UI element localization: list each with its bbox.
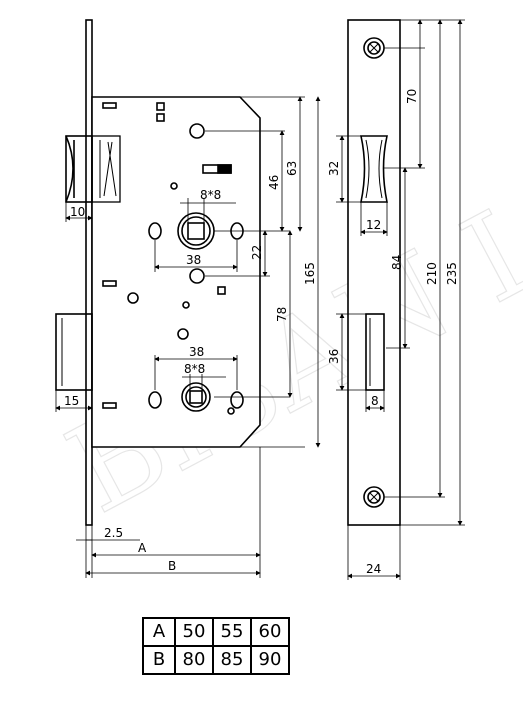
mortise-lock-drawing: BISAN LAND (46, 19, 523, 580)
dim-36: 36 (327, 349, 341, 364)
case-oval (148, 391, 162, 409)
dim-latch-10: 10 (70, 205, 85, 219)
lower-follower (181, 382, 211, 412)
case-slot (102, 280, 117, 287)
dim-165: 165 (303, 262, 317, 285)
screw-hole-bottom (363, 486, 385, 508)
size-table: A 50 55 60 B 80 85 90 (142, 617, 290, 675)
case-slot (102, 402, 117, 409)
bolt-slot (365, 313, 385, 391)
size-table-cell: 50 (174, 617, 214, 647)
dead-bolt (55, 313, 93, 391)
dim-32: 32 (327, 161, 341, 176)
case-hole (127, 292, 139, 304)
dim-12: 12 (366, 218, 381, 232)
size-table-row-a: A 50 55 60 (142, 617, 290, 647)
dim-label-a: A (138, 541, 147, 555)
size-table-cell: 60 (250, 617, 290, 647)
dim-spindle-lower: 8*8 (184, 362, 205, 376)
case-oval (230, 391, 244, 409)
faceplate-side (85, 19, 93, 526)
case-rivet (217, 286, 226, 295)
size-table-cell: 85 (212, 645, 252, 675)
dim-faceplate-2-5: 2.5 (104, 526, 123, 540)
case-rivet (156, 113, 165, 122)
dim-78: 78 (275, 307, 289, 322)
dim-46: 46 (267, 175, 281, 190)
case-hole (227, 407, 235, 415)
lock-case (91, 96, 261, 448)
case-hole (177, 328, 189, 340)
dim-70: 70 (405, 89, 419, 104)
size-table-label: B (142, 645, 176, 675)
dim-24: 24 (366, 562, 381, 576)
size-table-cell: 55 (212, 617, 252, 647)
size-table-cell: 90 (250, 645, 290, 675)
dim-210: 210 (425, 262, 439, 285)
dim-spacing-lower: 38 (189, 345, 204, 359)
dim-235: 235 (445, 262, 459, 285)
case-hole (182, 301, 190, 309)
faceplate-front (347, 19, 401, 526)
case-oval (148, 222, 162, 240)
size-table-row-b: B 80 85 90 (142, 645, 290, 675)
dim-22: 22 (250, 245, 264, 260)
dim-spindle-upper: 8*8 (200, 188, 221, 202)
case-hole (170, 182, 178, 190)
case-hole (189, 123, 205, 139)
case-rivet (156, 102, 165, 111)
dim-8: 8 (371, 394, 379, 408)
latch-bolt (65, 135, 121, 203)
dim-bolt-15: 15 (64, 394, 79, 408)
dim-label-b: B (168, 559, 176, 573)
size-table-label: A (142, 617, 176, 647)
case-slot-top (102, 102, 117, 109)
dim-spacing-upper: 38 (186, 253, 201, 267)
size-table-cell: 80 (174, 645, 214, 675)
dim-63: 63 (285, 161, 299, 176)
dim-84: 84 (390, 255, 404, 270)
